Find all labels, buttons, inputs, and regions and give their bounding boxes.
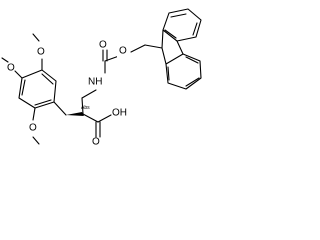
methoxy-bottom-bond <box>32 107 36 121</box>
stereocenter-label: Abs <box>81 105 90 111</box>
fluorene-group <box>161 8 202 90</box>
atom-labels: O O NH OH O O O O Abs <box>7 40 130 148</box>
fluorene-five-ring <box>161 29 184 65</box>
carbonyl-oxygen-label: O <box>99 40 107 51</box>
ch2-to-stereocenter-bond <box>81 97 84 115</box>
chemical-structure: O O NH OH O O O O Abs <box>1 8 202 148</box>
ether-oxygen-label: O <box>119 46 127 57</box>
trimethoxyphenyl-ring <box>1 33 57 145</box>
nitrogen-to-ch2-bond <box>81 89 97 99</box>
stereo-wedge-bond <box>66 112 84 116</box>
fmoc-linker <box>102 44 163 74</box>
methoxy-left-oxygen-label: O <box>7 63 15 74</box>
benzyl-ch2-to-ring-bond <box>53 101 67 116</box>
stereocenter-to-carboxyl-bond <box>82 113 99 123</box>
methoxy-top-oxygen-label: O <box>37 47 45 58</box>
methoxy-left-bond <box>14 70 23 79</box>
carboxyl-oxygen-label: O <box>92 137 100 148</box>
methoxy-bottom-oxygen-label: O <box>29 123 37 134</box>
acid-hydroxyl-label: OH <box>112 108 127 119</box>
ch2-to-ether-oxygen-bond <box>130 44 146 53</box>
carboxyl-to-oh-bond <box>97 114 112 123</box>
fluorene-top-ring <box>162 8 202 42</box>
amine-label: NH <box>88 77 102 88</box>
aromatic-ring <box>18 69 57 109</box>
backbone <box>53 89 112 138</box>
ch-to-ch2-bond <box>144 44 163 49</box>
fluorene-bottom-ring <box>165 53 202 90</box>
